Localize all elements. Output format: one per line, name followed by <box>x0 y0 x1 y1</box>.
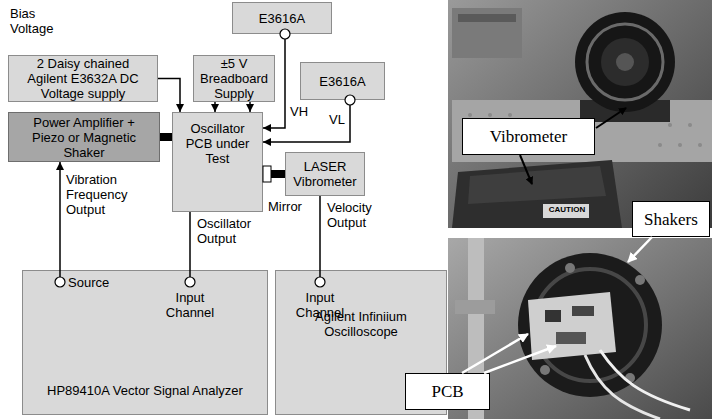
callout-box: Vibrometer <box>462 118 595 155</box>
mechanical-coupling <box>263 174 285 175</box>
signal-label: VL <box>329 112 349 127</box>
callout-box: PCB <box>405 373 490 410</box>
power-supply-box: E3616A <box>300 62 385 100</box>
node-text: E3616A <box>259 11 305 26</box>
signal-wire <box>263 105 350 146</box>
node-text: Power Amplifier + Piezo or Magnetic Shak… <box>25 115 143 160</box>
signal-wire <box>158 79 184 113</box>
signal-wire <box>320 196 321 270</box>
port-label: Input Channel <box>288 290 352 320</box>
node-text: Shakers <box>644 210 698 229</box>
signal-wire <box>246 102 254 112</box>
power-supply-box: 2 Daisy chained Agilent E3632A DC Voltag… <box>8 55 158 102</box>
callout-box: Shakers <box>632 201 710 237</box>
node-text: E3616A <box>319 74 365 89</box>
part-label: Mirror <box>268 199 312 214</box>
signal-wire <box>190 212 191 270</box>
shaker-box: Power Amplifier + Piezo or Magnetic Shak… <box>8 112 160 162</box>
node-text: 2 Daisy chained Agilent E3632A DC Voltag… <box>25 56 141 101</box>
signal-label: Vibration Frequency Output <box>66 172 162 217</box>
signal-wire <box>56 162 64 270</box>
node-text: Oscillator PCB under Test <box>181 121 254 166</box>
node-text: LASER Vibrometer <box>290 159 360 189</box>
signal-label: VH <box>290 104 314 119</box>
node-text: ±5 V Breadboard Supply <box>197 56 271 101</box>
vibrometer-box: LASER Vibrometer <box>285 152 365 196</box>
power-supply-box: ±5 V Breadboard Supply <box>193 55 275 102</box>
note-label: Bias Voltage <box>10 6 80 36</box>
node-text: PCB <box>431 382 463 401</box>
power-supply-box: E3616A <box>232 2 332 34</box>
signal-wire <box>211 102 219 112</box>
node-text: Vibrometer <box>490 127 567 146</box>
device-under-test-box: Oscillator PCB under Test <box>172 112 263 212</box>
signal-label: Oscillator Output <box>197 216 267 246</box>
port-label: Source <box>68 275 128 290</box>
signal-label: Velocity Output <box>327 200 389 230</box>
analyzer-box: HP89410A Vector Signal Analyzer <box>22 270 268 415</box>
mechanical-coupling <box>160 137 172 138</box>
port-label: Input Channel <box>158 290 222 320</box>
node-text: HP89410A Vector Signal Analyzer <box>47 383 243 398</box>
warning-label: CAUTION <box>547 205 587 215</box>
